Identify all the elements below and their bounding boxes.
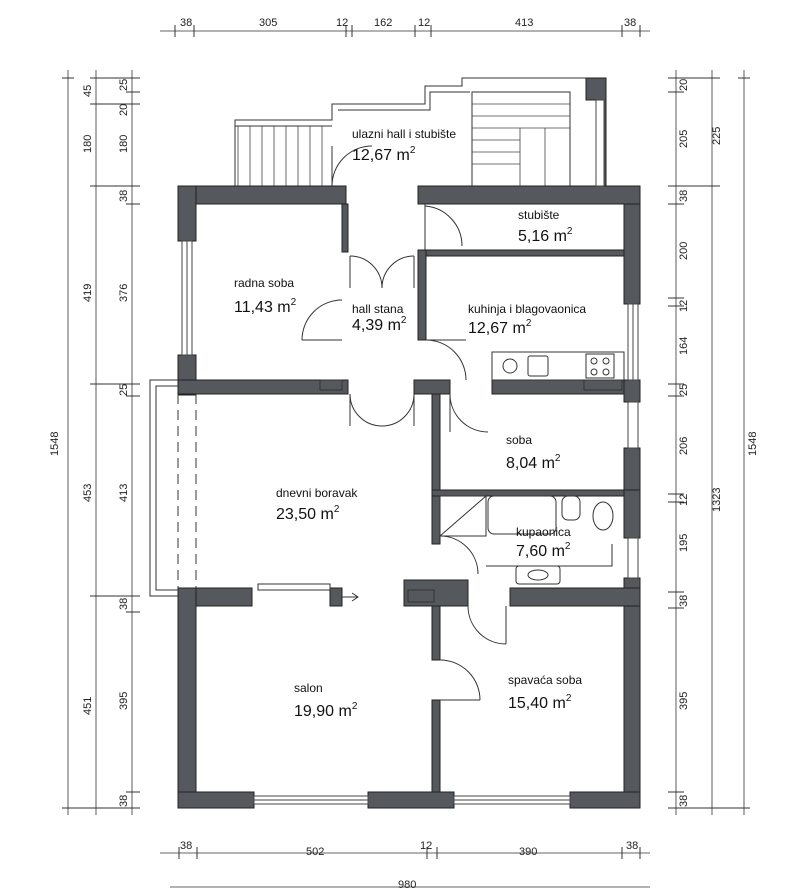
dim-left-total: 1548	[49, 432, 61, 456]
dim-top-1: 305	[259, 17, 277, 29]
dim-left-inner-9: 38	[118, 795, 130, 807]
room-area-hall-stana: 4,39 m2	[352, 315, 407, 334]
dim-bottom-3: 390	[519, 846, 537, 858]
dim-right-inner-10: 38	[678, 595, 690, 607]
dim-right-inner-1: 205	[678, 130, 690, 148]
dim-bottom-total: 980	[398, 879, 416, 891]
room-name-dnevni-boravak: dnevni boravak	[276, 486, 358, 500]
dim-left-inner-2: 180	[118, 135, 130, 153]
room-name-hall-stana: hall stana	[352, 302, 404, 316]
dim-bottom-0: 38	[180, 840, 192, 852]
dim-right-outer-0: 225	[711, 127, 723, 145]
dimension-lines	[62, 25, 750, 888]
dim-right-inner-3: 200	[678, 242, 690, 260]
windows	[149, 99, 639, 805]
dim-right-inner-4: 12	[678, 300, 690, 312]
dim-left-inner-4: 376	[118, 284, 130, 302]
dim-right-inner-12: 38	[678, 795, 690, 807]
dim-right-inner-8: 12	[678, 494, 690, 506]
dim-left-inner-0: 25	[118, 79, 130, 91]
room-area-stubiste: 5,16 m2	[518, 226, 573, 245]
fixtures	[319, 351, 625, 603]
room-name-kuhinja: kuhinja i blagovaonica	[468, 302, 586, 316]
room-area-dnevni-boravak: 23,50 m2	[276, 504, 340, 523]
dim-left-outer-1: 180	[82, 135, 94, 153]
dim-left-outer-2: 419	[82, 284, 94, 302]
dim-right-inner-6: 25	[678, 384, 690, 396]
dim-left-inner-7: 38	[118, 598, 130, 610]
room-area-ulazni-hall: 12,67 m2	[352, 145, 416, 164]
room-area-kupaonica: 7,60 m2	[516, 541, 571, 560]
room-name-ulazni-hall: ulazni hall i stubište	[352, 127, 456, 141]
room-name-kupaonica: kupaonica	[516, 525, 571, 539]
dim-left-inner-1: 20	[118, 104, 130, 116]
dim-left-inner-5: 25	[118, 384, 130, 396]
dimension-text: 38 305 12 162 12 413 38 38 502 12 390 38…	[49, 17, 759, 891]
dim-left-outer-4: 451	[82, 697, 94, 715]
dim-bottom-1: 502	[306, 846, 324, 858]
dim-right-inner-2: 38	[678, 190, 690, 202]
dim-left-inner-6: 413	[118, 484, 130, 502]
room-name-radna-soba: radna soba	[234, 276, 294, 290]
room-name-soba: soba	[506, 433, 532, 447]
dim-top-0: 38	[180, 17, 192, 29]
dim-right-inner-0: 20	[678, 79, 690, 91]
room-name-stubiste: stubište	[518, 208, 560, 222]
room-area-spavaca-soba: 15,40 m2	[508, 693, 572, 712]
dim-top-6: 38	[624, 17, 636, 29]
dim-right-total: 1548	[747, 432, 759, 456]
entry-outline	[234, 77, 600, 250]
room-area-kuhinja: 12,67 m2	[468, 318, 532, 337]
dim-right-inner-7: 206	[678, 437, 690, 455]
dim-right-inner-5: 164	[678, 337, 690, 355]
room-area-soba: 8,04 m2	[506, 453, 561, 472]
dim-right-inner-9: 195	[678, 534, 690, 552]
dim-left-outer-0: 45	[82, 85, 94, 97]
dim-top-4: 12	[418, 17, 430, 29]
dim-bottom-2: 12	[420, 840, 432, 852]
dim-right-inner-11: 395	[678, 692, 690, 710]
room-area-salon: 19,90 m2	[294, 701, 358, 720]
room-name-salon: salon	[294, 681, 323, 695]
dim-top-3: 162	[374, 17, 392, 29]
dim-left-inner-8: 395	[118, 692, 130, 710]
dim-left-inner-3: 38	[118, 190, 130, 202]
dim-top-5: 413	[515, 17, 533, 29]
room-labels: ulazni hall i stubište 12,67 m2 stubište…	[234, 127, 586, 720]
dim-top-2: 12	[336, 17, 348, 29]
room-name-spavaca-soba: spavaća soba	[508, 673, 582, 687]
dim-left-outer-3: 453	[82, 484, 94, 502]
dim-right-outer-1: 1323	[711, 488, 723, 512]
dim-bottom-4: 38	[626, 840, 638, 852]
room-area-radna-soba: 11,43 m2	[234, 297, 297, 316]
